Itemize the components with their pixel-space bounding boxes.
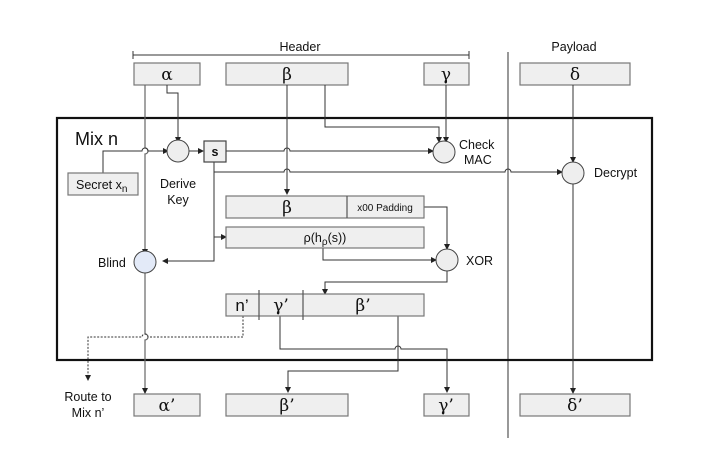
header-label: Header [280,40,321,54]
secret-box: Secret xn [67,172,139,196]
output-alpha-prime-label: α’ [159,396,176,416]
derive-key-label-2: Key [167,193,189,207]
input-gamma: γ [423,62,470,86]
svg-text:ρ(hρ(s)): ρ(hρ(s)) [304,231,347,248]
derive-key-label-1: Derive [160,177,196,191]
wire-route-dotted [85,316,244,381]
wire-blind-to-alpha-prime [142,272,149,394]
xor-label: XOR [466,254,493,268]
route-label-2: Mix n’ [72,406,105,420]
secret-subscript: n [122,184,128,195]
route-label-1: Route to [64,390,111,404]
wire-beta-to-checkmac [324,85,442,143]
wire-beta-prime-out [285,316,399,393]
output-delta-prime: δ’ [519,393,631,417]
input-beta: β [225,62,349,86]
output-delta-prime-label: δ’ [567,396,583,416]
output-alpha-prime: α’ [133,393,201,417]
check-mac-label-1: Check [459,138,495,152]
decrypt-node [561,161,585,185]
blind-label: Blind [98,256,126,270]
mix-frame [55,116,654,362]
inner-beta-padded: β x00 Padding [225,195,425,219]
input-delta: δ [519,62,631,86]
rho-pre: ρ(h [304,231,322,245]
rho-box: ρ(hρ(s)) [225,226,425,249]
result-box: n’ γ’ β’ [225,290,425,320]
header-bracket [132,51,470,59]
inner-beta-label: β [282,198,292,218]
result-n-prime: n’ [235,296,248,315]
output-beta-prime: β’ [225,393,349,417]
result-beta-prime: β’ [355,296,370,316]
result-gamma-prime: γ’ [273,296,289,316]
check-mac-label-2: MAC [464,153,492,167]
padding-label: x00 Padding [357,203,413,214]
input-beta-label: β [282,65,292,85]
wire-s-to-decrypt [213,162,563,175]
xor-node [435,248,459,272]
blind-node [133,250,157,274]
rho-sub: ρ [322,237,328,248]
svg-text:Secret xn: Secret xn [76,178,127,195]
wire-secret-to-derive [102,147,169,175]
input-alpha: α [133,62,201,86]
mix-label: Mix n [75,129,118,149]
input-alpha-label: α [161,65,173,85]
input-gamma-label: γ [441,65,451,85]
rho-post: (s)) [328,231,347,245]
s-box: s [203,140,227,163]
wire-xor-to-result [322,271,448,295]
output-beta-prime-label: β’ [279,396,294,416]
decrypt-label: Decrypt [594,166,638,180]
wire-s-to-blind [162,172,215,264]
output-gamma-prime-label: γ’ [438,396,454,416]
wire-padding-to-xor [424,206,450,250]
wire-gamma-prime-out [279,316,450,393]
wire-alpha-to-derive [166,85,181,143]
output-gamma-prime: γ’ [423,393,470,417]
derive-key-node [166,139,190,163]
s-label: s [212,145,219,159]
secret-label: Secret x [76,178,123,192]
wire-alpha-to-blind [142,85,149,255]
wire-s-to-checkmac [226,147,434,154]
input-delta-label: δ [570,65,580,85]
payload-label: Payload [551,40,596,54]
check-mac-node [432,140,456,164]
wire-rho-to-xor [322,248,437,263]
